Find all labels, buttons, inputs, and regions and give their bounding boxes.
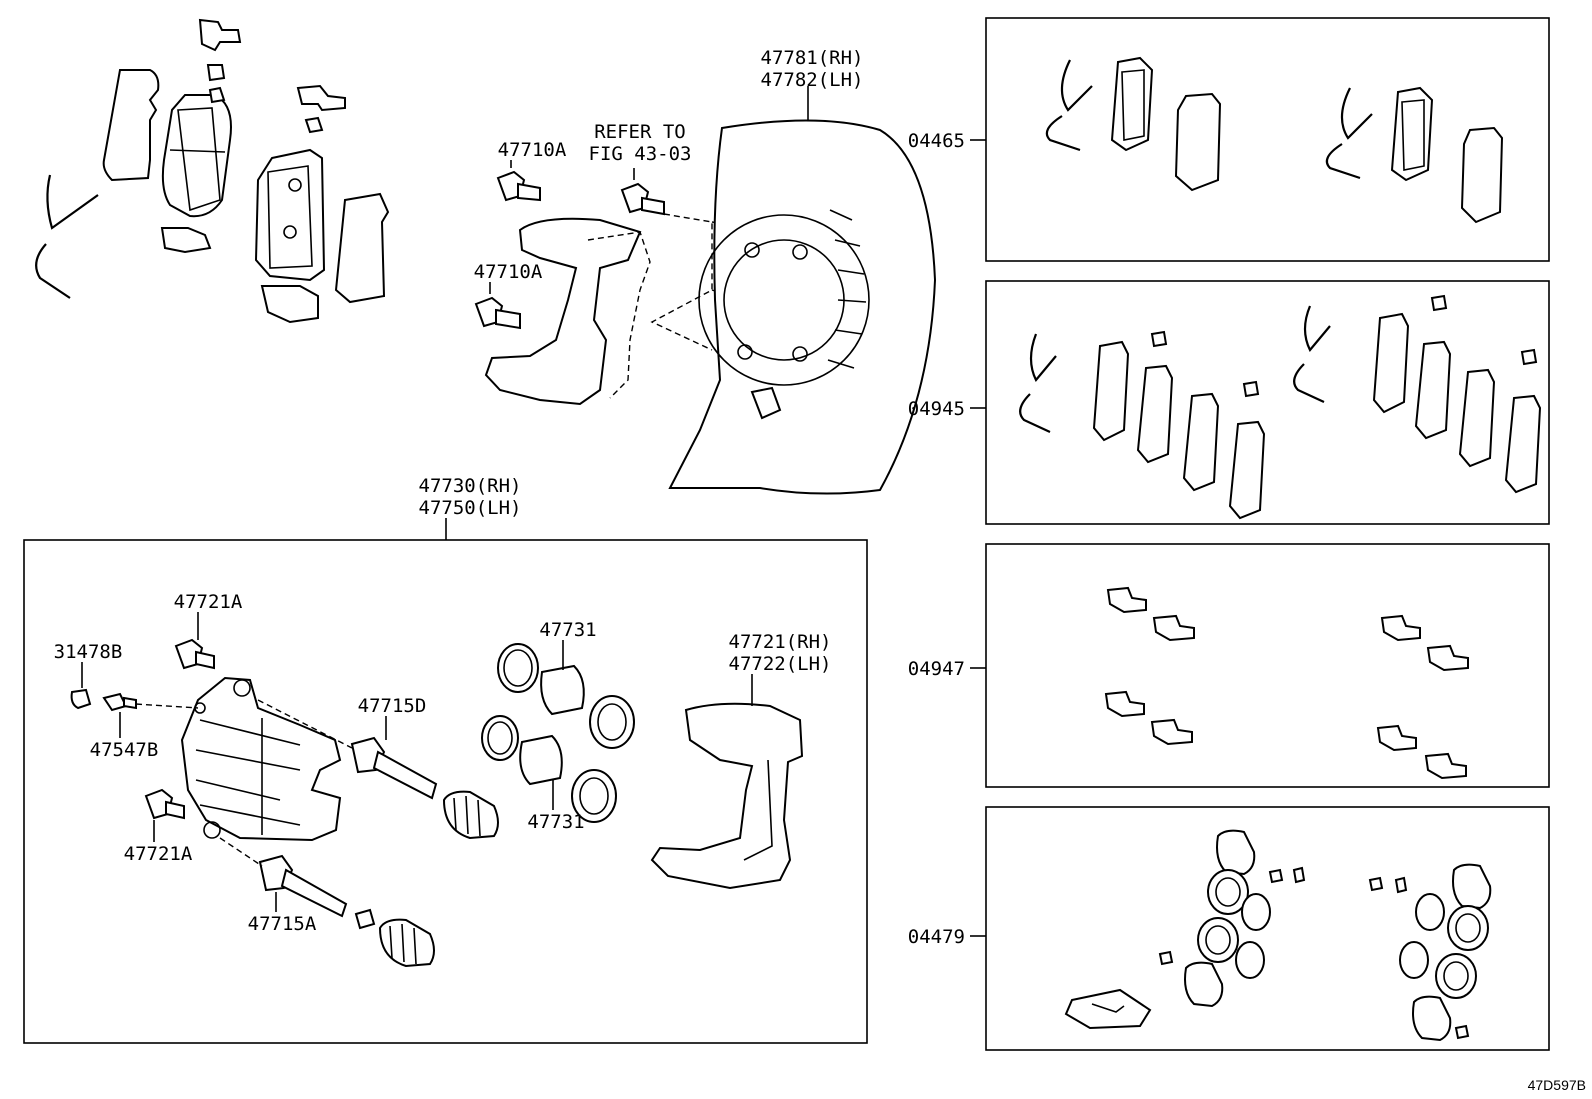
label-dust-cover-rh: 47781(RH) [761, 47, 864, 69]
dust-cover-illustration [668, 119, 937, 495]
label-kit-04465: 04465 [908, 130, 965, 152]
pin-47715d-icon [350, 736, 438, 800]
kit-box-04945 [985, 280, 1550, 525]
kit-box-04479 [985, 806, 1550, 1051]
bolt-47721a-top-icon [174, 638, 215, 670]
caliper-body-illustration [180, 676, 342, 842]
label-kit-04479: 04479 [908, 926, 965, 948]
kit-04945-parts [1019, 294, 1542, 520]
caliper-assembly-box [23, 539, 868, 1044]
bleeder-47547b-icon [102, 692, 137, 712]
bolt-47721a-bottom-icon [144, 788, 185, 820]
label-dust-cover-lh: 47782(LH) [761, 69, 864, 91]
label-piston-bottom: 47731 [527, 811, 584, 833]
diagram-code: 47D597B [1528, 1077, 1586, 1093]
label-bleeder: 47547B [90, 739, 159, 761]
label-caliper-assy-rh: 47730(RH) [419, 475, 522, 497]
label-caliper-assy-lh: 47750(LH) [419, 497, 522, 519]
boot-upper-icon [442, 790, 499, 840]
kit-04465-parts [1045, 56, 1504, 224]
label-refer-line1: REFER TO [594, 121, 686, 143]
label-pin-a: 47715A [248, 913, 317, 935]
kit-04947-parts [1104, 586, 1469, 780]
caliper-bracket-outline [484, 217, 651, 406]
label-mount-lh: 47722(LH) [729, 653, 832, 675]
kit-04479-parts [1064, 829, 1492, 1042]
label-cap: 31478B [54, 641, 123, 663]
label-pin-d: 47715D [358, 695, 427, 717]
label-bolt-lower: 47710A [474, 261, 543, 283]
piston-seals-icon [481, 643, 635, 823]
bolt-refer-icon [620, 182, 665, 216]
label-bolt-top: 47721A [174, 591, 243, 613]
label-mount-rh: 47721(RH) [729, 631, 832, 653]
bolt-47710a-upper-icon [496, 170, 541, 202]
label-kit-04945: 04945 [908, 398, 965, 420]
label-bolt-bottom: 47721A [124, 843, 193, 865]
kit-box-04465 [985, 17, 1550, 262]
cap-31478b-icon [70, 688, 92, 710]
label-piston-top: 47731 [539, 619, 596, 641]
bolt-47710a-lower-icon [474, 296, 521, 330]
pin-47715a-icon [258, 854, 348, 918]
mounting-bracket-illustration [650, 702, 804, 890]
label-refer-line2: FIG 43-03 [589, 143, 692, 165]
pad-set-illustration [35, 18, 390, 324]
label-bolt-upper: 47710A [498, 139, 567, 161]
kit-box-04947 [985, 543, 1550, 788]
boot-lower-icon [354, 908, 435, 968]
label-kit-04947: 04947 [908, 658, 965, 680]
